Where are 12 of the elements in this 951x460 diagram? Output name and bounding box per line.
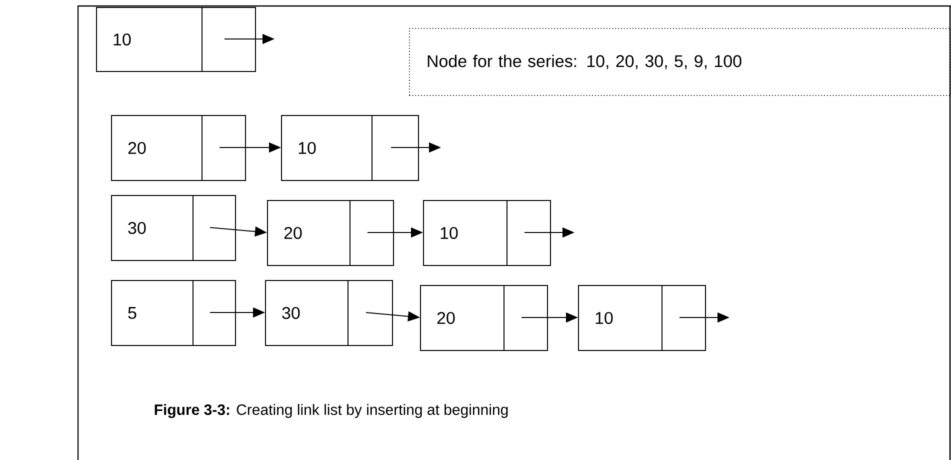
list-node-box: 10: [96, 6, 256, 72]
list-node-box: 5: [111, 280, 236, 346]
list-node-box: 30: [265, 280, 393, 346]
list-node-box: 10: [423, 200, 551, 266]
list-node-box: 20: [420, 284, 548, 351]
list-node-box: 30: [111, 194, 236, 261]
list-node-box: 20: [111, 114, 246, 181]
caption: Figure 3-3: Creating link list by inserting at beginning: [154, 404, 508, 418]
note-box: Node for the series: 10, 20, 30, 5, 9, 100: [409, 28, 951, 96]
list-node-box: 10: [578, 284, 706, 351]
list-node-box: 10: [281, 114, 419, 181]
list-node-box: 20: [267, 200, 394, 266]
